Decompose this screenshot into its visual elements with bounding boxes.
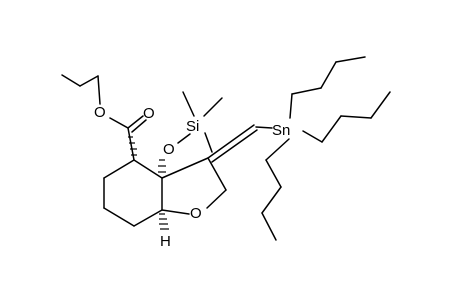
bond-si-methyl-left (182, 91, 195, 117)
bond-c3a-c4 (133, 159, 163, 179)
ethyl-ester-group (61, 74, 147, 161)
atom-label-siloxy-o: O (163, 141, 175, 158)
atom-label-ester-o: O (94, 104, 106, 121)
bond-c7-c7a (133, 209, 163, 227)
bond-ethyl-ch2 (79, 75, 99, 87)
bond-o-si (177, 133, 191, 144)
bond-oring-c7a (161, 209, 190, 215)
furan-ring (161, 157, 227, 215)
allene-chain (207, 124, 273, 163)
atom-label-ring-h: H (160, 233, 171, 250)
bond-carbonyl-double-b (131, 119, 147, 133)
bond-c4-c5 (103, 159, 135, 179)
bond-c3a-c3 (161, 157, 209, 179)
atom-label-tin: Sn (272, 122, 290, 139)
hashed-wedge-c4 (128, 136, 137, 156)
bond-c6-c7 (103, 207, 135, 227)
bond-ch2-oester (97, 75, 101, 105)
butyl-chain-bottom (261, 138, 290, 241)
bond-si-methyl-right (203, 97, 223, 117)
bond-ethyl-ch3 (61, 74, 81, 87)
butyl-chain-right (302, 91, 391, 143)
atom-label-silicon: Si (186, 118, 199, 135)
cyclohexane-ring (103, 159, 163, 227)
bond-allene-sn (255, 126, 273, 129)
bond-c3-allene-a (207, 124, 255, 159)
bond-carbonyl-double-a (127, 115, 144, 129)
bond-c2-oring (206, 189, 227, 209)
trimethylsilyloxy-group (177, 91, 223, 153)
butyl-chain-top (289, 56, 366, 119)
hashed-wedge-c7a-h (159, 213, 169, 230)
bond-oester-carbonyl (109, 117, 129, 129)
atom-label-carbonyl-o: O (143, 105, 155, 122)
bond-c3-c2 (207, 157, 227, 191)
bond-si-methyl-down (204, 132, 213, 153)
atom-label-ring-o: O (190, 205, 202, 222)
bond-c3-allene-b (211, 129, 258, 163)
hashed-wedge-c3a-o (158, 159, 166, 173)
